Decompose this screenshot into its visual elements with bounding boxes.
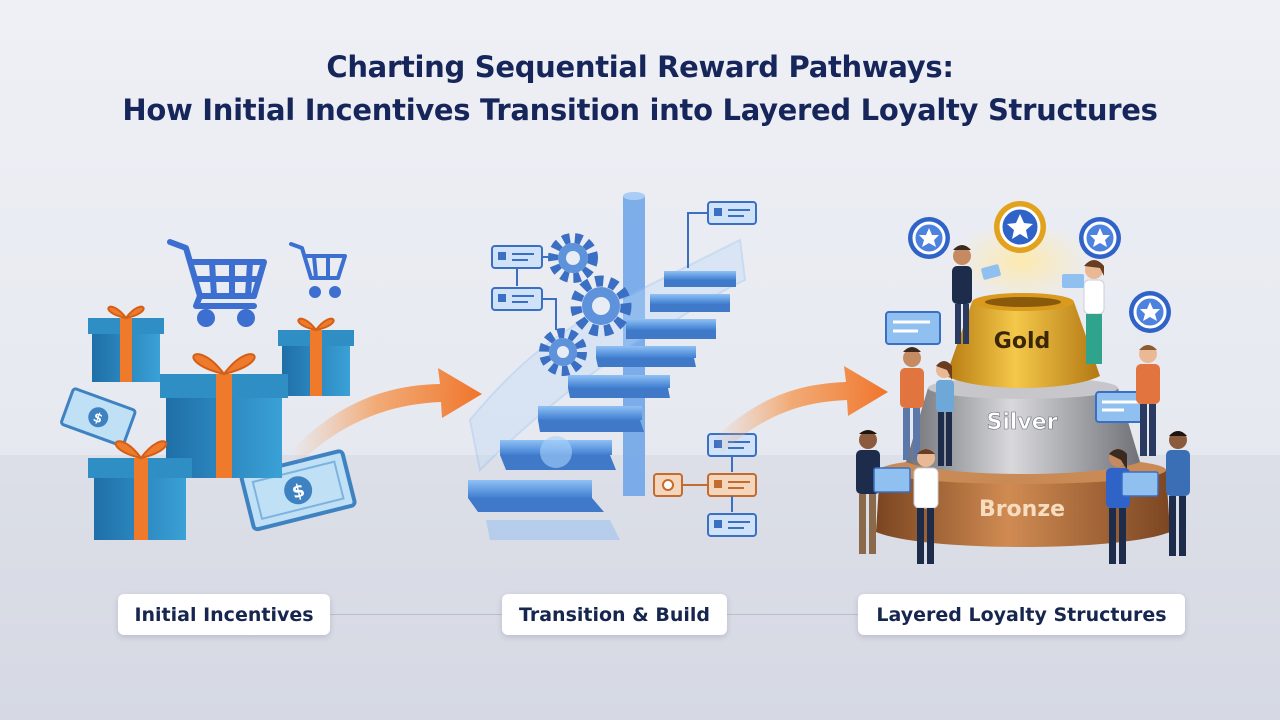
star-badge-icon (1079, 217, 1121, 259)
person-figure (913, 449, 939, 564)
person-figure (1166, 431, 1190, 556)
layered-loyalty-illustration: Gold Silver Bronze (856, 201, 1190, 564)
star-badge-icon (1129, 291, 1171, 333)
flowchart-node-icon (491, 287, 543, 311)
title-line-1: Charting Sequential Reward Pathways: (326, 50, 954, 84)
stage-label-transition-build: Transition & Build (502, 594, 727, 635)
bronze-tier-label: Bronze (979, 497, 1065, 522)
staircase (468, 271, 736, 540)
person-figure (900, 347, 924, 460)
arrow-right-icon (290, 368, 482, 462)
gear-icon (539, 328, 587, 376)
gold-tier-label: Gold (994, 329, 1050, 354)
initial-incentives-illustration: $ $ (60, 239, 357, 540)
person-figure (856, 430, 911, 554)
gift-box-icon (88, 440, 192, 540)
stage-label-layered-loyalty: Layered Loyalty Structures (858, 594, 1185, 635)
flowchart-node-icon (653, 473, 683, 497)
gift-box-icon (160, 353, 288, 478)
gift-box-icon (278, 317, 354, 396)
shopping-cart-icon (167, 239, 267, 327)
connector-line (727, 614, 858, 615)
silver-tier-label: Silver (986, 410, 1057, 435)
person-figure (1136, 345, 1160, 456)
person-figure (1062, 260, 1105, 364)
svg-text:$: $ (290, 480, 307, 503)
flowchart-node-icon (707, 201, 757, 225)
transition-build-illustration (468, 192, 757, 540)
page-title: Charting Sequential Reward Pathways: How… (0, 46, 1280, 132)
connector-line (330, 614, 502, 615)
person-figure (936, 361, 954, 466)
flowchart-node-icon (491, 245, 543, 269)
shopping-cart-icon (289, 242, 347, 298)
star-badge-icon (908, 217, 950, 259)
arrow-right-icon (712, 366, 888, 452)
title-line-2: How Initial Incentives Transition into L… (122, 93, 1158, 127)
flowchart-node-icon (707, 473, 757, 497)
gear-icon (570, 275, 632, 337)
gold-tier (946, 293, 1100, 388)
dollar-bill-icon: $ (60, 387, 137, 448)
loyalty-card-icon (885, 311, 941, 345)
person-figure (1106, 449, 1159, 564)
person-figure (952, 245, 1001, 344)
gift-box-icon (88, 305, 164, 382)
star-badge-icon (994, 201, 1046, 253)
flowchart-node-icon (707, 513, 757, 537)
stage-label-initial-incentives: Initial Incentives (118, 594, 330, 635)
gear-icon (548, 233, 598, 283)
